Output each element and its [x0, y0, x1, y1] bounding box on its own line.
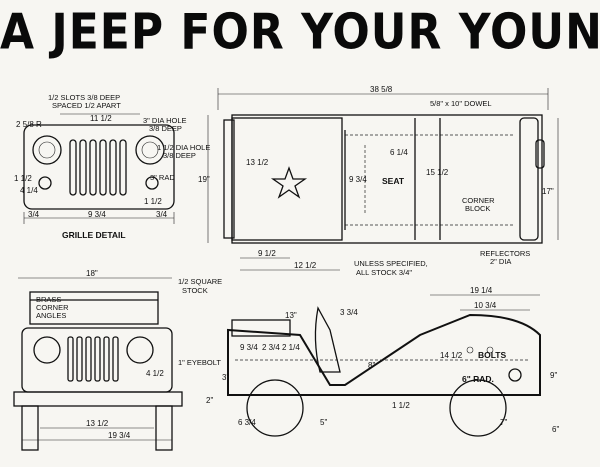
top-seat-label: SEAT [382, 176, 405, 186]
grille-hole-note-1: 3" DIA HOLE [143, 116, 187, 125]
grille-dim-radius: 2 5/8 R [16, 120, 42, 129]
side-dim-eyebolt-gap: 3" [222, 373, 229, 382]
grille-dim-left-1: 1 1/2 [14, 174, 32, 183]
star-emblem [270, 166, 308, 199]
side-dim-wheel-gap: 5" [320, 418, 327, 427]
front-brass-3: ANGLES [36, 311, 66, 320]
grille-rad-note: 3" RAD [150, 173, 175, 182]
grille-dim-right: 1 1/2 [144, 197, 162, 206]
grille-dim-bottom-right: 3/4 [156, 210, 168, 219]
top-dim-rear: 15 1/2 [426, 168, 449, 177]
grille-slots-note-1: 1/2 SLOTS 3/8 DEEP [48, 93, 120, 102]
front-dim-inner: 13 1/2 [86, 419, 109, 428]
side-dim-wheel-front: 6 3/4 [238, 418, 256, 427]
front-dim-outer: 19 3/4 [108, 431, 131, 440]
top-overall-length: 38 5/8 [370, 85, 393, 94]
grille-dim-bottom-left: 3/4 [28, 210, 40, 219]
grille-hole-note-2b: 3/8 DEEP [163, 151, 196, 160]
front-brass-1: BRASS [36, 295, 61, 304]
side-eyebolt-note: 1" EYEBOLT [178, 358, 221, 367]
top-right-width: 17" [542, 187, 554, 196]
grille-hole-note-1b: 3/8 DEEP [149, 124, 182, 133]
side-dim-fender: 14 1/2 [440, 351, 463, 360]
side-dim-seat: 8" [368, 361, 375, 370]
top-dim-seat-depth: 9 3/4 [349, 175, 367, 184]
front-stock-note-2: STOCK [182, 286, 208, 295]
grille-caption: GRILLE DETAIL [62, 230, 126, 240]
side-dim-height: 9" [550, 371, 557, 380]
top-dim-seat-width: 6 1/4 [390, 148, 408, 157]
top-dowel-note: 5/8" x 10" DOWEL [430, 99, 492, 108]
top-under-dim-2: 12 1/2 [294, 261, 317, 270]
top-corner-block-1: CORNER [462, 196, 495, 205]
side-bolts-note: BOLTS [478, 350, 507, 360]
front-brass-2: CORNER [36, 303, 69, 312]
side-dim-c: 2 1/4 [282, 343, 300, 352]
side-dim-seatback: 3 3/4 [340, 308, 358, 317]
grille-slots [69, 139, 127, 196]
side-dim-a: 9 3/4 [240, 343, 258, 352]
front-dim-side: 4 1/2 [146, 369, 164, 378]
top-unless-note-1: UNLESS SPECIFIED, [354, 259, 428, 268]
top-reflectors-1: REFLECTORS [480, 249, 530, 258]
side-rad-note: 6" RAD. [462, 374, 494, 384]
front-width: 18" [86, 269, 98, 278]
front-stock-note-1: 1/2 SQUARE [178, 277, 222, 286]
side-dim-rear-wheel: 7" [500, 418, 507, 427]
grille-dim-width: 11 1/2 [90, 114, 112, 123]
grille-dim-left-2: 4 1/4 [20, 186, 38, 195]
top-corner-block-2: BLOCK [465, 204, 490, 213]
top-width: 19" [198, 175, 210, 184]
side-dim-hood: 13" [285, 311, 297, 320]
top-unless-note-2: ALL STOCK 3/4" [356, 268, 412, 277]
top-dim-left: 13 1/2 [246, 158, 269, 167]
side-dim-rear-bottom: 6" [552, 425, 559, 434]
side-dim-rear-top: 19 1/4 [470, 286, 493, 295]
grille-detail: 1/2 SLOTS 3/8 DEEP SPACED 1/2 APART 11 1… [14, 93, 210, 240]
page-title: A JEEP FOR YOUR YOUNG GI [0, 3, 600, 61]
top-under-dim-1: 9 1/2 [258, 249, 276, 258]
side-dim-front-low: 2" [206, 396, 213, 405]
side-dim-rear-mid: 10 3/4 [474, 301, 497, 310]
front-view: 18" 1/2 SQUARE STOCK BRASS CORNER ANGLES [13, 269, 222, 451]
grille-hole-note-2: 1 1/2 DIA HOLE [157, 143, 210, 152]
grille-slots-note-2: SPACED 1/2 APART [52, 101, 121, 110]
top-view: 38 5/8 5/8" x 10" DOWEL 19" 17" 13 1/2 6… [198, 85, 559, 277]
side-dim-floor: 1 1/2 [392, 401, 410, 410]
side-dim-b: 2 3/4 [262, 343, 280, 352]
top-reflectors-2: 2" DIA [490, 257, 511, 266]
side-view: 13" 3 3/4 19 1/4 10 3/4 9 3/4 2 3/4 2 1/… [178, 286, 559, 437]
grille-dim-bottom: 9 3/4 [88, 210, 106, 219]
front-grille-slots [67, 336, 119, 382]
